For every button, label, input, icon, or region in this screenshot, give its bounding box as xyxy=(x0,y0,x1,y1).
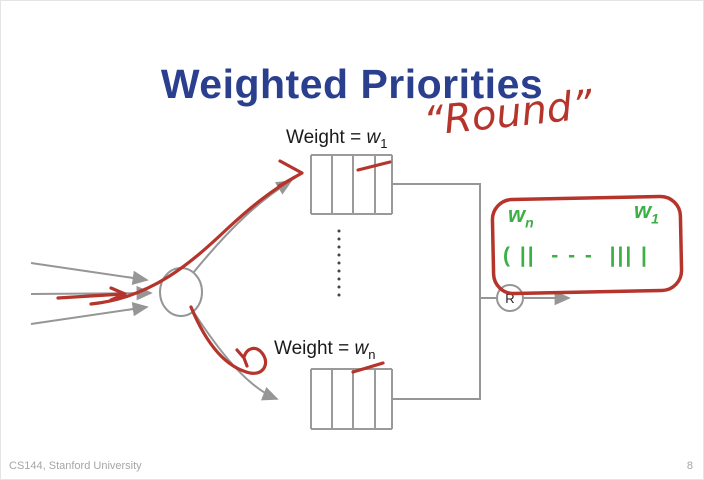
queue-bottom-weight-label: Weight = wn xyxy=(274,338,375,362)
weight-prefix: Weight = xyxy=(274,338,355,359)
classifier-ellipse xyxy=(159,267,203,317)
queue-bottom-drawing xyxy=(310,368,393,430)
weight-symbol: w xyxy=(354,338,369,359)
mux-connector-lines xyxy=(392,183,497,400)
scheduler-label: R xyxy=(505,291,514,306)
red-tick-bottom-queue xyxy=(351,361,385,374)
red-loop-arrowhead xyxy=(235,348,249,368)
red-middle-arrowhead xyxy=(109,286,127,302)
footer-course-label: CS144, Stanford University xyxy=(9,460,142,472)
weight-prefix: Weight = xyxy=(286,127,367,148)
board-subscript: 1 xyxy=(651,210,659,227)
input-arrows xyxy=(30,262,153,325)
board-symbol: w xyxy=(634,198,652,223)
weight-symbol: w xyxy=(366,127,381,148)
queue-top-weight-label: Weight = w1 xyxy=(286,127,387,151)
board-tally-marks: ( || - - - ||| | xyxy=(503,244,649,267)
weight-subscript: n xyxy=(368,346,376,362)
red-tick-top-queue xyxy=(356,160,392,172)
board-weight-1-label: w1 xyxy=(634,198,659,226)
weight-subscript: 1 xyxy=(380,135,388,151)
board-symbol: w xyxy=(508,202,526,227)
board-weight-n-label: wn xyxy=(508,202,534,230)
slide-page-number: 8 xyxy=(686,460,693,472)
red-round-box xyxy=(490,194,684,296)
slide-title: Weighted Priorities xyxy=(160,61,544,107)
red-swoosh-arrowhead xyxy=(277,159,304,188)
red-ink-annotations xyxy=(56,159,684,375)
red-loop-to-bottom-queue xyxy=(189,305,268,375)
board-subscript: n xyxy=(525,214,534,231)
queue-ellipsis-dots xyxy=(337,229,341,297)
red-swoosh-to-top-queue xyxy=(89,175,297,306)
red-middle-arrow xyxy=(56,292,125,300)
